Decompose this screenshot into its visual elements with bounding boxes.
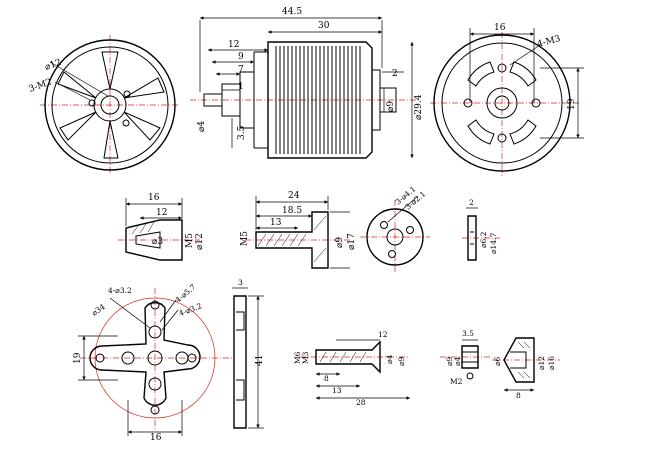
sc-dia9: ⌀9	[397, 356, 406, 366]
sa-dia17: ⌀17	[347, 233, 357, 250]
ms-thick: 3	[238, 278, 243, 287]
cross-mount-view: 4-⌀3.2 4-⌀5.7 4-⌀3.2 ⌀34 19 16	[73, 282, 232, 443]
cm-dia34: ⌀34	[90, 302, 107, 318]
motor-front-view: ⌀12 3-M2	[28, 35, 178, 175]
hubside-dia62: ⌀6.2	[479, 231, 488, 248]
coll-len35: 3.5	[462, 329, 474, 338]
cm-holes57: 4-⌀5.7	[174, 282, 198, 304]
rear-height: 19	[567, 98, 577, 110]
spin-dia12: ⌀12	[537, 356, 546, 370]
prop-inner: 12	[156, 208, 167, 218]
sc-dia4: ⌀4	[385, 354, 394, 364]
prop-dia3: ⌀3	[152, 237, 163, 247]
spin-len8: 8	[516, 391, 521, 400]
side-body-length: 30	[318, 21, 330, 31]
rear-width: 16	[494, 23, 506, 33]
side-d7: 7	[238, 65, 244, 75]
small-collar-view: 3.5 ⌀9 ⌀4 M2	[440, 329, 490, 386]
sc-len8: 8	[324, 374, 329, 383]
side-d12: 12	[228, 40, 239, 50]
spin-dia6: ⌀6	[493, 356, 502, 366]
coll-m2: M2	[450, 377, 463, 386]
mount-side-view: 3 41	[232, 278, 265, 429]
cm-holes32a: 4-⌀3.2	[108, 286, 132, 295]
front-dia-label: ⌀12	[44, 58, 63, 73]
cm-height19: 19	[73, 352, 83, 364]
sc-len13: 13	[332, 386, 342, 395]
motor-side-view: 44.5 30 12 9 7 1 3.5 ⌀4 2 ⌀9 ⌀29.4	[190, 7, 424, 159]
prop-m5: M5	[185, 233, 195, 248]
hub-side-view: 2 ⌀6.2 ⌀14.7	[462, 198, 500, 261]
spin-dia16: ⌀16	[547, 356, 556, 370]
side-d35: 3.5	[237, 125, 247, 140]
side-gap: 2	[392, 69, 398, 79]
hub-front-view: 3-⌀4.1 3-⌀2.1	[360, 184, 430, 274]
prop-adapter-view: 16 12 ⌀3 M5 ⌀12	[118, 193, 205, 261]
side-dia9: ⌀9	[386, 101, 396, 112]
sa-m5: M5	[240, 231, 250, 246]
side-d1: 1	[238, 82, 244, 92]
hubside-dia147: ⌀14.7	[489, 233, 498, 254]
prop-length: 16	[148, 193, 160, 203]
cm-holes32b: 4-⌀3.2	[178, 301, 204, 318]
sa-len185: 18.5	[282, 206, 302, 216]
prop-dia12: ⌀12	[195, 233, 205, 250]
sa-dia9: ⌀9	[335, 237, 345, 248]
side-d9: 9	[238, 52, 244, 62]
side-dia-body: ⌀29.4	[414, 94, 424, 120]
cm-width16: 16	[150, 433, 162, 443]
motor-rear-view: 16 4-M3 19	[430, 23, 584, 176]
shaft-adapter-view: 24 18.5 13 M5 ⌀9 ⌀17	[240, 191, 357, 269]
coll-dia4: ⌀4	[453, 356, 462, 366]
sc-m3: M3	[301, 351, 310, 364]
coll-dia9: ⌀9	[445, 356, 454, 366]
front-holes-label: 3-M2	[28, 77, 54, 95]
sa-len24: 24	[288, 191, 300, 201]
sa-len13: 13	[270, 218, 282, 228]
rear-holes: 4-M3	[536, 34, 562, 50]
sc-len28: 28	[356, 398, 366, 407]
spinner-nut-view: ⌀6 ⌀12 ⌀16 8	[492, 337, 560, 400]
side-length-total: 44.5	[282, 7, 302, 17]
ms-height: 41	[255, 355, 265, 366]
shaft-collet-view: 12 M6 M3 ⌀4 ⌀9 8 13 28	[293, 330, 410, 407]
hubside-width: 2	[469, 198, 474, 207]
side-shaft-dia: ⌀4	[197, 121, 207, 132]
sc-len12: 12	[378, 330, 388, 339]
sc-m6: M6	[293, 351, 302, 364]
